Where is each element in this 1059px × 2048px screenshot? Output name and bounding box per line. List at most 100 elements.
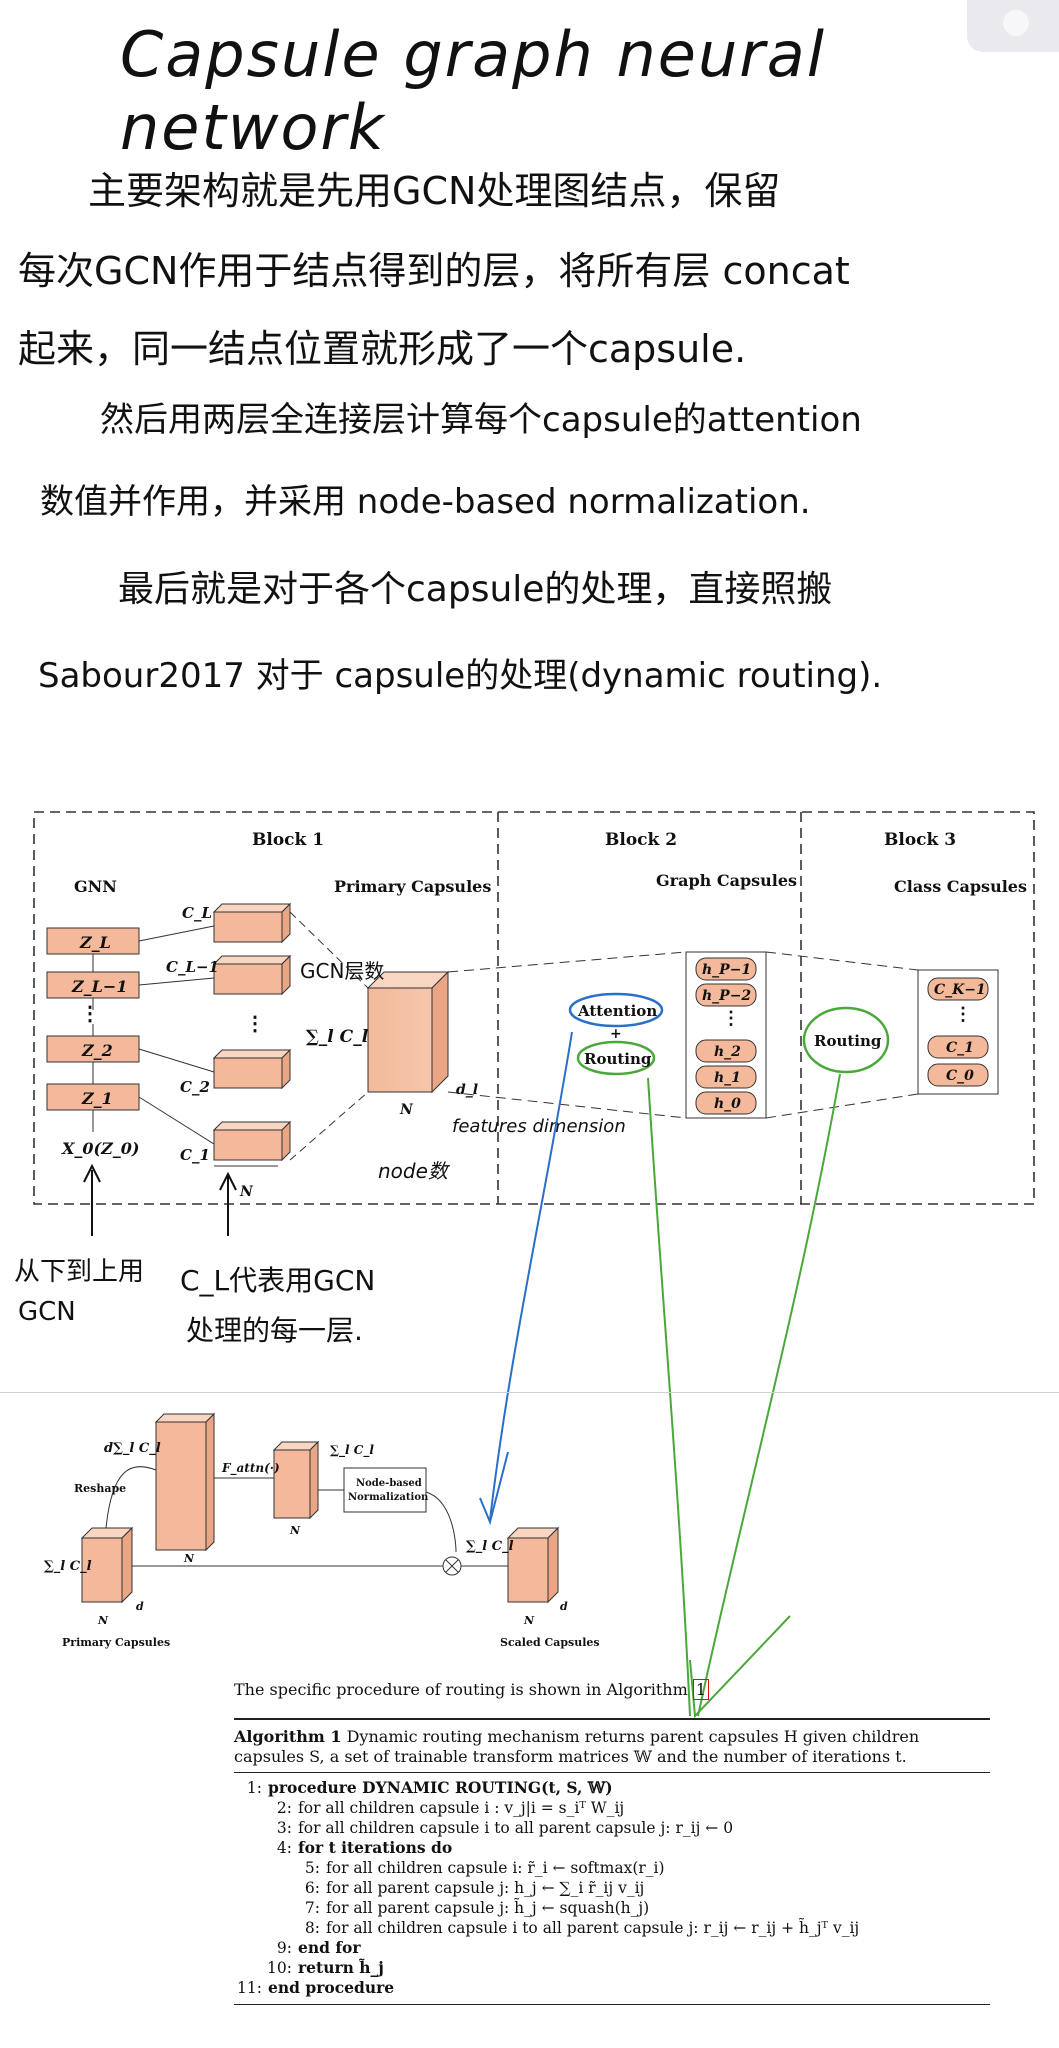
algorithm-line: 9:end for — [276, 1938, 361, 1957]
n-label-f2b: N — [289, 1524, 301, 1537]
note-line-3: 起来，同一结点位置就形成了一个capsule. — [18, 327, 747, 371]
note-line-5: 数值并作用，并采用 node-based normalization. — [40, 482, 811, 522]
c-1-label: C_1 — [180, 1146, 210, 1164]
corner-button[interactable] — [967, 0, 1059, 52]
annotation-bottom-mid-1: C_L代表用GCN — [180, 1264, 375, 1297]
z-1-label: Z_1 — [81, 1089, 113, 1108]
annotation-bottom-left-2: GCN — [18, 1297, 76, 1327]
algorithm-bottom-rule — [234, 2004, 990, 2005]
scaled-capsules-label: Scaled Capsules — [500, 1636, 600, 1649]
sum-left-label: ∑_l C_l — [44, 1559, 92, 1574]
algorithm-top-rule — [234, 1718, 990, 1720]
c-2-label: C_2 — [180, 1078, 210, 1096]
svg-text:⋮: ⋮ — [722, 1008, 740, 1029]
graph-capsule-column: ⋮ — [685, 951, 919, 1119]
routing-circle-3 — [802, 1006, 890, 1074]
algorithm-caption: Algorithm 1 Dynamic routing mechanism re… — [234, 1727, 920, 1766]
green-connector-1 — [647, 1077, 691, 1717]
note-line-7: Sabour2017 对于 capsule的处理(dynamic routing… — [38, 656, 883, 696]
algorithm-line: 1:procedure DYNAMIC ROUTING(t, S, 𝕎) — [246, 1778, 613, 1797]
z-l-label: Z_L — [79, 933, 111, 952]
notes-title: Capsule graph neural network — [120, 18, 826, 164]
blue-connector — [489, 1031, 573, 1521]
algorithm-line: 7:for all parent capsule j: h̃_j ← squas… — [304, 1899, 650, 1917]
algorithm-line: 5:for all children capsule i: r̃_i ← sof… — [304, 1859, 665, 1877]
attention-figure — [80, 1412, 560, 1604]
svg-text:⋮: ⋮ — [954, 1004, 972, 1025]
z-2-label: Z_2 — [81, 1041, 113, 1060]
n-label-f2a: N — [183, 1552, 195, 1565]
gnn-layer-stack: ⋮ — [46, 927, 140, 1132]
d-label-f2a: d — [136, 1600, 144, 1613]
algorithm-caption-rule — [234, 1772, 990, 1773]
h-p1-label: h_P−1 — [702, 962, 751, 978]
fattn-label: F_attn(·) — [221, 1461, 280, 1476]
node-norm-label-1: Node-based — [356, 1478, 422, 1489]
c-1b-label: C_1 — [946, 1040, 974, 1056]
block2-label: Block 2 — [605, 830, 677, 850]
algorithm-ref-link[interactable]: 1 — [692, 1679, 710, 1700]
c-l1-label: C_L−1 — [166, 958, 219, 976]
annotation-node: node数 — [378, 1159, 451, 1183]
z-l1-label: Z_L−1 — [71, 977, 127, 996]
n-label-primary: N — [399, 1102, 414, 1118]
attention-routing — [568, 992, 664, 1076]
d-sum-label: d∑_l C_l — [104, 1441, 161, 1456]
block3-label: Block 3 — [884, 830, 956, 850]
c-0-label: C_0 — [946, 1068, 974, 1084]
d-l-label: d_l — [456, 1082, 478, 1098]
primary-capsules-label-f2: Primary Capsules — [62, 1636, 170, 1649]
plus-label: + — [610, 1026, 622, 1042]
figure-frame — [33, 811, 1035, 1205]
class-capsule-column: ⋮ — [917, 969, 999, 1095]
reshape-label: Reshape — [74, 1482, 126, 1495]
algorithm-line: 6:for all parent capsule j: h_j ← ∑_i r̃… — [304, 1879, 645, 1897]
algorithm-lines: 1:procedure DYNAMIC ROUTING(t, S, 𝕎) 2:f… — [234, 1778, 990, 1998]
h-1-label: h_1 — [714, 1070, 741, 1086]
node-norm-label-2: Normalization — [348, 1492, 429, 1503]
algorithm-line: 8:for all children capsule i to all pare… — [304, 1919, 860, 1937]
sum-c-label: ∑_l C_l — [306, 1027, 369, 1047]
algorithm-line: 10:return h̃_j — [267, 1958, 384, 1977]
block1-label: Block 1 — [252, 830, 324, 850]
svg-text:⋮: ⋮ — [245, 1011, 265, 1035]
annotation-bottom-left-1: 从下到上用 — [14, 1257, 144, 1287]
routing3-label: Routing — [814, 1032, 882, 1050]
gnn-label: GNN — [74, 877, 117, 896]
algorithm-line: 11:end procedure — [237, 1978, 395, 1997]
c-k1-label: C_K−1 — [934, 982, 986, 998]
routing-label: Routing — [584, 1050, 652, 1068]
annotation-gcn-layers: GCN层数 — [300, 959, 384, 983]
d-label-f2b: d — [560, 1600, 568, 1613]
note-line-1: 主要架构就是先用GCN处理图结点，保留 — [88, 169, 781, 213]
primary-capsule-cube — [289, 911, 687, 1161]
note-line-2: 每次GCN作用于结点得到的层，将所有层 concat — [18, 249, 850, 293]
n-label-c: N — [239, 1184, 254, 1200]
h-p2-label: h_P−2 — [702, 988, 751, 1004]
algorithm-line: 2:for all children capsule i : v_j|i = s… — [276, 1799, 625, 1817]
primary-capsules-label: Primary Capsules — [334, 877, 491, 896]
gcn-output-cubes: ⋮ — [138, 902, 292, 1167]
h-0-label: h_0 — [714, 1096, 741, 1112]
note-line-4: 然后用两层全连接层计算每个capsule的attention — [100, 400, 862, 440]
c-l-label: C_L — [182, 904, 212, 922]
sum-small-label: ∑_l C_l — [330, 1443, 374, 1458]
x0-label: X_0(Z_0) — [61, 1139, 140, 1158]
green-connector-2 — [697, 1073, 841, 1717]
algorithm-intro: The specific procedure of routing is sho… — [234, 1679, 710, 1700]
algorithm-line: 4:for t iterations do — [276, 1838, 453, 1857]
n-label-f2c: N — [97, 1614, 109, 1627]
class-capsules-label: Class Capsules — [894, 877, 1027, 896]
svg-text:⋮: ⋮ — [80, 1001, 100, 1025]
h-2-label: h_2 — [714, 1044, 741, 1060]
sum-right-label: ∑_l C_l — [466, 1539, 514, 1554]
algorithm-line: 3:for all children capsule i to all pare… — [276, 1819, 734, 1837]
note-line-6: 最后就是对于各个capsule的处理，直接照搬 — [118, 569, 833, 610]
annotation-features: features dimension — [452, 1116, 626, 1137]
annotation-bottom-mid-2: 处理的每一层. — [186, 1314, 363, 1347]
attention-label: Attention — [577, 1002, 657, 1020]
n-label-f2d: N — [523, 1614, 535, 1627]
graph-capsules-label: Graph Capsules — [656, 871, 797, 890]
page-divider — [0, 1392, 1059, 1393]
